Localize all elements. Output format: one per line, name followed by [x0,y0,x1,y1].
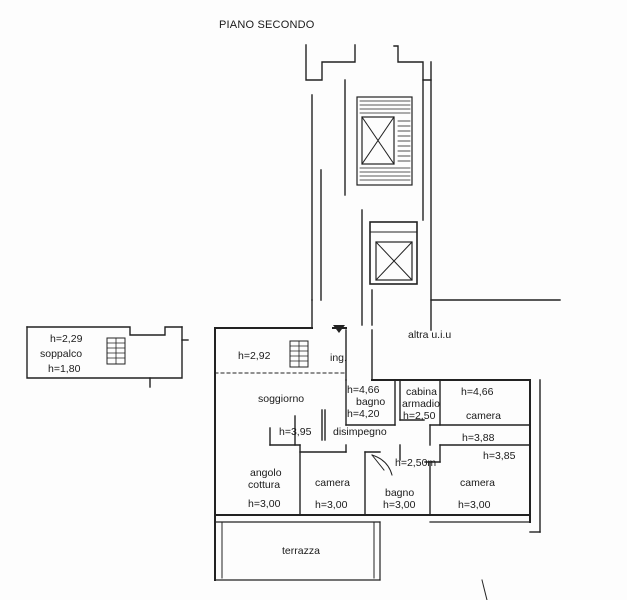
hallway-label: disimpegno [333,426,387,438]
entrance-label: ing. [330,352,347,364]
bed3-height: h=3,00 [458,499,491,511]
interior-walls [269,379,531,516]
closet-label-line2: armadio [402,398,440,410]
kitchen-label-line2: cottura [248,479,281,491]
bath2-height: h=3,00 [383,499,416,511]
bed3-height-top: h=3,85 [483,450,516,462]
kitchen-label-line1: angolo [250,467,282,479]
mezzanine-height-top: h=2,29 [50,333,83,345]
door-leaf [371,454,385,471]
bed1-label: camera [466,410,502,422]
bed3-label: camera [460,477,496,489]
terrace-label: terrazza [282,545,320,557]
bath1-label: bagno [356,396,386,408]
entrance-height: h=2,92 [238,350,271,362]
other-unit-label: altra u.i.u [408,329,452,341]
bath1-height-bottom: h=4,20 [347,408,380,420]
bed2-label: camera [315,477,351,489]
living-room-label: soggiorno [258,393,305,405]
bed1-height-top: h=4,66 [461,386,494,398]
upper-staircase [356,96,413,186]
mezzanine-height-bottom: h=1,80 [48,363,81,375]
closet-label-line1: cabina [406,386,437,398]
bath1-height-top: h=4,66 [347,384,380,396]
bed2-height: h=3,00 [315,499,348,511]
mezzanine-label: soppalco [40,348,83,360]
living-room-height: h=3,95 [279,426,312,438]
mezzanine-walls [26,326,189,388]
entrance-arrow-icon [333,325,345,333]
upper-building-walls [305,44,561,331]
hallway-height: h=2,50m [395,457,437,469]
elevator-shaft [369,221,418,285]
kitchen-height: h=3,00 [248,498,281,510]
door-swing-arc [371,454,393,476]
north-arrow-icon [481,579,488,600]
plan-title: PIANO SECONDO [219,19,315,31]
entrance-staircase [289,340,309,368]
bed1-height-bottom: h=3,88 [462,432,495,444]
closet-height: h=2,50 [403,410,436,422]
bath2-label: bagno [385,487,415,499]
